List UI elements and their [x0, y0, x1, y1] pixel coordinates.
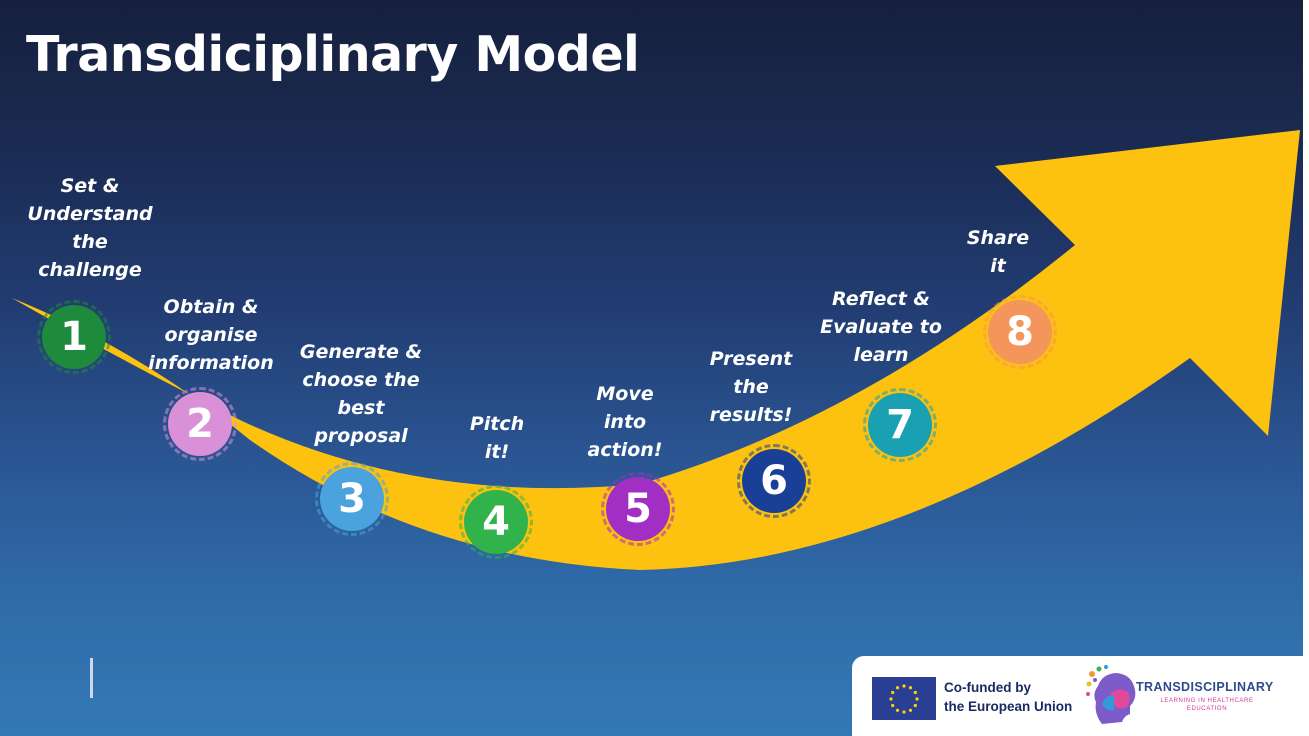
eu-flag-icon	[872, 677, 936, 720]
step-5-label: Move into action!	[540, 380, 710, 464]
step-label-line: Reflect &	[832, 288, 930, 310]
step-4-badge: 4	[459, 485, 533, 559]
step-label-line: it!	[484, 441, 510, 463]
step-number: 1	[60, 314, 88, 360]
right-edge	[1303, 0, 1309, 736]
step-label-line: the	[72, 231, 108, 253]
step-label-line: Move	[596, 383, 654, 405]
step-2-label: Obtain & organise information	[126, 293, 296, 377]
step-2-badge: 2	[163, 387, 237, 461]
cofunded-line: Co-funded by	[944, 680, 1031, 695]
logo-subtitle-line: LEARNING IN HEALTHCARE	[1160, 698, 1254, 704]
logo-title: TRANSDISCIPLINARY	[1136, 680, 1274, 694]
step-number: 5	[624, 486, 652, 532]
step-8-label: Share it	[913, 224, 1083, 280]
arrow-body	[12, 130, 1300, 570]
cofunded-text: Co-funded by the European Union	[944, 678, 1072, 716]
step-label-line: information	[148, 352, 274, 374]
cofunded-line: the European Union	[944, 699, 1073, 714]
step-label-line: Set &	[60, 175, 120, 197]
step-label-line: action!	[587, 439, 663, 461]
step-number: 3	[338, 476, 366, 522]
step-number: 7	[886, 402, 914, 448]
step-label-line: Pitch	[469, 413, 525, 435]
step-1-label: Set & Understand the challenge	[5, 172, 175, 284]
step-number: 2	[186, 401, 214, 447]
step-label-line: Share	[966, 227, 1030, 249]
step-number: 8	[1006, 309, 1034, 355]
step-6-badge: 6	[737, 444, 811, 518]
brain-logo-icon	[1086, 665, 1136, 724]
step-label-line: Obtain &	[163, 296, 259, 318]
step-label-line: challenge	[38, 259, 142, 281]
step-label-line: best	[337, 397, 385, 419]
step-label-line: Generate &	[299, 341, 423, 363]
step-label-line: results!	[709, 404, 793, 426]
step-label-line: Understand	[27, 203, 153, 225]
step-7-label: Reflect & Evaluate to learn	[796, 285, 966, 369]
step-3-label: Generate & choose the best proposal	[276, 338, 446, 450]
logo-subtitle-line: EDUCATION	[1186, 706, 1228, 712]
step-label-line: into	[603, 411, 647, 433]
step-label-line: it	[990, 255, 1006, 277]
step-label-line: Evaluate to	[820, 316, 942, 338]
step-label-line: proposal	[314, 425, 408, 447]
step-label-line: organise	[164, 324, 258, 346]
eu-stars	[889, 684, 919, 714]
step-number: 6	[760, 458, 788, 504]
step-5-badge: 5	[601, 472, 675, 546]
step-label-line: Present	[709, 348, 793, 370]
page-title: Transdiciplinary Model	[26, 26, 640, 83]
step-label-line: learn	[853, 344, 909, 366]
slide-divider	[90, 658, 93, 698]
step-4-label: Pitch it!	[412, 410, 582, 466]
step-number: 4	[482, 499, 510, 545]
logo-subtitle: LEARNING IN HEALTHCARE EDUCATION	[1152, 697, 1262, 713]
funding-banner: Co-funded by the European Union TRANSDIS…	[852, 656, 1309, 736]
step-7-badge: 7	[863, 388, 937, 462]
step-3-badge: 3	[315, 462, 389, 536]
step-1-badge: 1	[37, 300, 111, 374]
step-label-line: choose the	[302, 369, 420, 391]
step-label-line: the	[733, 376, 769, 398]
step-8-badge: 8	[983, 295, 1057, 369]
step-6-label: Present the results!	[666, 345, 836, 429]
